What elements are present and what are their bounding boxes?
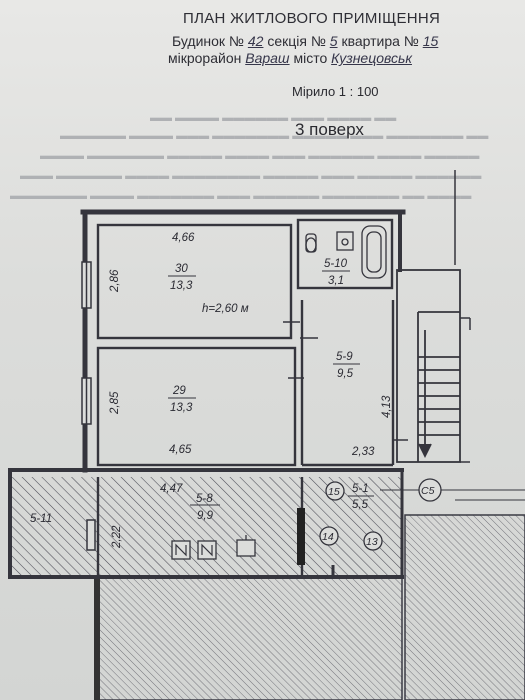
- district-label: мікрорайон: [168, 50, 242, 66]
- room-29-depth: 2,85: [109, 391, 121, 415]
- neighbour-unit-hatch: [96, 577, 403, 700]
- district-name: Вараш: [245, 50, 290, 66]
- city-label: місто: [293, 50, 328, 66]
- room-5-9-width: 2,33: [351, 446, 375, 458]
- room-30-width: 4,66: [172, 232, 195, 244]
- svg-text:15: 15: [328, 486, 340, 498]
- room-30-area: 13,3: [170, 280, 193, 292]
- room-30-code: 30: [175, 263, 188, 275]
- room-5-10-code: 5-10: [324, 258, 348, 270]
- room-5-8-code: 5-8: [196, 493, 213, 505]
- ceiling-height: h=2,60 м: [202, 303, 249, 315]
- room-5-8-area: 9,9: [197, 510, 214, 522]
- staircase: [396, 269, 461, 463]
- bleed-through-text: ▬▬ ▬▬▬▬ ▬▬▬▬▬▬ ▬▬▬ ▬▬▬▬ ▬▬: [150, 112, 397, 124]
- room-5-8-depth: 2,22: [111, 525, 123, 549]
- section-label: секція №: [267, 33, 326, 49]
- apartment-label: квартира №: [341, 33, 419, 49]
- room-29-width: 4,65: [169, 444, 192, 456]
- document-title: ПЛАН ЖИТЛОВОГО ПРИМІЩЕННЯ: [183, 10, 441, 27]
- room-5-1-area: 5,5: [352, 499, 369, 511]
- svg-text:14: 14: [322, 531, 334, 543]
- building-label: Будинок №: [172, 33, 244, 49]
- vent-shaft: [297, 508, 305, 565]
- bleed-through-text: ▬▬▬▬▬▬▬ ▬▬▬▬ ▬▬▬▬▬▬▬ ▬▬▬ ▬▬▬▬▬▬ ▬▬▬▬▬▬▬ …: [10, 190, 472, 202]
- room-5-1-code: 5-1: [352, 483, 369, 495]
- scale-label: Мірило 1 : 100: [292, 84, 379, 99]
- svg-text:C5: C5: [421, 485, 435, 497]
- inner-walls: [96, 218, 395, 575]
- appliance-marks: [175, 543, 213, 557]
- door-ticks: [283, 321, 408, 441]
- section-number: 5: [329, 33, 338, 49]
- apartment-number: 15: [422, 33, 439, 49]
- neighbour-unit-hatch: [404, 514, 525, 700]
- address-line: Будинок № 42 секція № 5 квартира № 15: [172, 33, 438, 49]
- location-line: мікрорайон Вараш місто Кузнецовськ: [168, 50, 412, 66]
- marker-14: 14: [319, 526, 339, 546]
- window: [81, 261, 96, 551]
- marker-13: 13: [363, 531, 383, 551]
- bathroom-fixtures: [305, 225, 387, 279]
- room-5-8-width: 4,47: [160, 483, 183, 495]
- room-5-9-area: 9,5: [337, 368, 354, 380]
- building-number: 42: [247, 33, 264, 49]
- city-name: Кузнецовськ: [331, 50, 412, 66]
- room-29-area: 13,3: [170, 402, 193, 414]
- marker-c5: C5: [418, 478, 442, 502]
- floor-label: 3 поверх: [295, 120, 364, 139]
- outer-walls: [8, 209, 406, 579]
- room-5-9-code: 5-9: [336, 351, 353, 363]
- room-29-code: 29: [172, 385, 186, 397]
- room-5-10-area: 3,1: [328, 275, 344, 287]
- room-5-9-depth: 4,13: [381, 395, 393, 418]
- room-5-11-code: 5-11: [30, 513, 52, 525]
- bleed-through-text: ▬▬▬ ▬▬▬▬▬▬ ▬▬▬▬ ▬▬▬▬▬▬▬▬ ▬▬▬▬▬ ▬▬▬ ▬▬▬▬▬…: [20, 170, 482, 182]
- room-30-depth: 2,86: [109, 269, 121, 293]
- svg-text:13: 13: [366, 536, 378, 548]
- bleed-through-text: ▬▬▬▬ ▬▬▬▬▬▬▬ ▬▬▬▬▬ ▬▬▬▬ ▬▬▬ ▬▬▬▬▬▬ ▬▬▬▬ …: [40, 150, 480, 162]
- marker-15: 15: [325, 481, 345, 501]
- bleed-through-text: ▬▬▬▬▬▬ ▬▬▬▬ ▬▬▬ ▬▬▬▬▬▬▬ ▬▬▬▬▬ ▬▬▬ ▬▬▬▬▬▬…: [60, 130, 489, 142]
